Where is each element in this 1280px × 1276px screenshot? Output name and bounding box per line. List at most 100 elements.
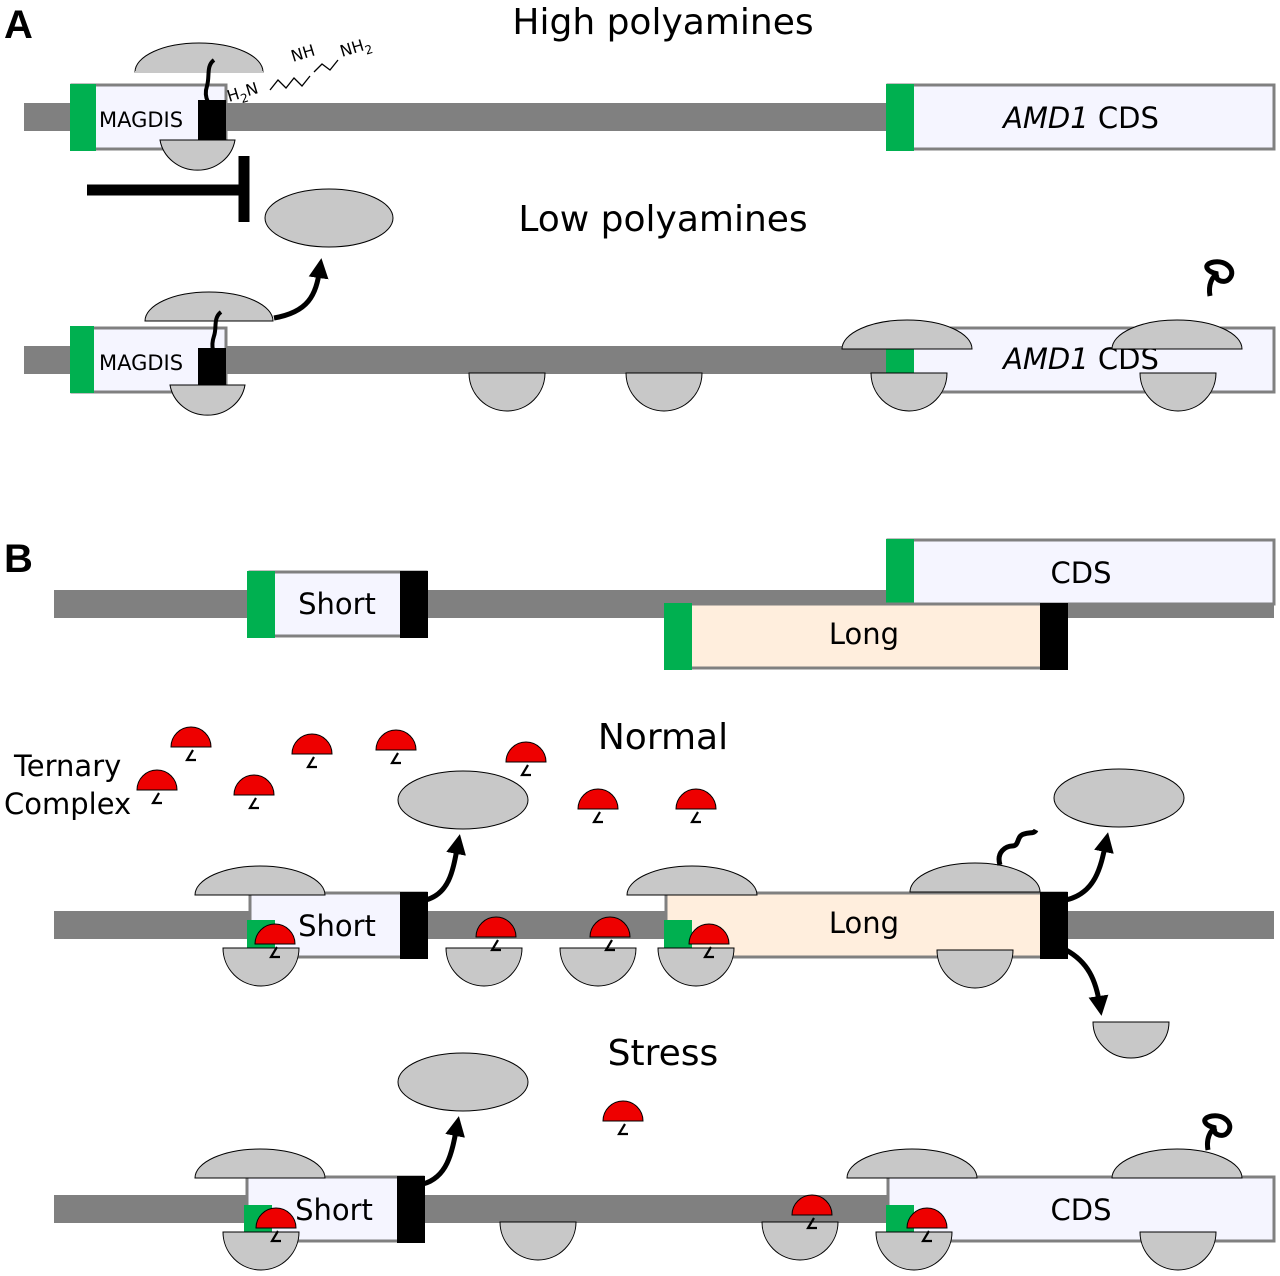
ribosome-large-subunit: [626, 865, 758, 896]
ribosome-small-subunit: [1139, 1231, 1217, 1271]
nascent-protein: [1202, 1113, 1233, 1151]
ribosome-small-subunit: [657, 947, 735, 987]
ribosome-large-subunit: [841, 319, 973, 350]
scanning-small-subunit: [468, 372, 546, 412]
stop-codon: [1040, 892, 1068, 959]
normal-mrna: Short Long: [54, 828, 1274, 1059]
scanning-small-subunit: [625, 372, 703, 412]
panel-b-letter: B: [4, 537, 33, 581]
cds-box: [886, 538, 1276, 606]
high-polyamines-mrna: MAGDIS AMD1 CDS H2N NH NH2: [24, 33, 1276, 171]
release-arrow: [273, 258, 329, 321]
polyamine-molecule: H2N NH NH2: [225, 33, 375, 109]
inhibition-symbol: [87, 156, 250, 222]
svg-text:NH2: NH2: [338, 33, 375, 64]
scanning-small-subunit: [445, 947, 523, 987]
ternary-complex: [290, 732, 334, 769]
long-uorf-box: [664, 891, 1068, 959]
release-arrow: [422, 1116, 465, 1187]
svg-text:H2N: H2N: [225, 78, 262, 109]
start-codon: [886, 84, 914, 151]
ternary-complex: [504, 740, 548, 777]
ribosome-small-subunit: [870, 372, 948, 412]
start-codon: [886, 539, 914, 606]
nascent-peptide: [203, 58, 216, 103]
ribosome-large-subunit: [134, 42, 264, 73]
ternary-complex: [232, 773, 276, 810]
ribosome-large-subunit: [846, 1148, 978, 1179]
ribosome-large-subunit: [1111, 319, 1243, 350]
ternary-complex: [169, 725, 213, 762]
stop-codon: [1040, 603, 1068, 670]
ribosome-small-subunit: [169, 384, 246, 416]
ribosome-large-subunit: [909, 862, 1041, 893]
long-label: Long: [829, 617, 899, 651]
release-arrow: [425, 834, 466, 903]
cds-label: CDS: [1051, 556, 1112, 590]
ribosome-small-subunit: [936, 949, 1014, 989]
low-polyamines-mrna: MAGDIS AMD1 CDS: [24, 258, 1276, 416]
ternary-complex: [674, 787, 718, 824]
scanning-small-subunit: [761, 1221, 839, 1261]
released-ribosome-large-subunit: [1053, 768, 1185, 828]
normal-title: Normal: [598, 717, 728, 758]
stop-codon: [397, 1176, 425, 1243]
start-codon: [664, 603, 692, 670]
ribosome-large-subunit: [144, 291, 274, 322]
short-label: Short: [298, 587, 376, 621]
high-polyamines-title: High polyamines: [512, 2, 813, 43]
stress-title: Stress: [608, 1033, 719, 1074]
nascent-protein: [1204, 259, 1235, 297]
schematic-mrna: Short CDS Long: [54, 538, 1276, 670]
small-subunit-release-arrow: [1064, 947, 1109, 1016]
ribosome-small-subunit: [222, 947, 300, 987]
ternary-complex: [135, 768, 179, 805]
cds-label: CDS: [1051, 1193, 1112, 1227]
long-uorf-box: [664, 602, 1068, 670]
cds-box: [886, 1175, 1276, 1243]
ternary-complex: [576, 787, 620, 824]
released-ribosome-large-subunit: [397, 1052, 529, 1112]
ternary-complex-label-line2: Complex: [4, 787, 131, 821]
start-codon: [70, 326, 94, 393]
stop-codon: [198, 348, 226, 388]
nascent-peptide: [996, 828, 1039, 866]
ribosome-small-subunit: [222, 1231, 300, 1271]
released-small-subunit: [1092, 1021, 1170, 1059]
uorf-label: MAGDIS: [99, 108, 183, 132]
ribosome-small-subunit: [159, 139, 236, 171]
start-codon: [70, 84, 96, 151]
cds-box: [886, 83, 1276, 151]
ribosome-large-subunit: [1111, 1148, 1243, 1179]
long-label: Long: [829, 906, 899, 940]
ribosome-small-subunit: [875, 1231, 953, 1271]
stop-codon: [400, 571, 428, 638]
ribosome-large-subunit: [194, 1148, 326, 1179]
ternary-complex: [601, 1099, 645, 1136]
ternary-complex: [374, 728, 418, 765]
low-polyamines-title: Low polyamines: [518, 199, 807, 240]
scanning-small-subunit: [499, 1221, 577, 1261]
released-ribosome-large-subunit: [397, 770, 529, 830]
short-label: Short: [295, 1193, 373, 1227]
large-subunit-release-arrow: [1065, 832, 1114, 903]
start-codon: [664, 920, 692, 948]
released-ribosome-large-subunit: [264, 188, 394, 248]
nascent-peptide: [210, 310, 223, 351]
scanning-small-subunit: [559, 947, 637, 987]
uorf-label: MAGDIS: [99, 351, 183, 375]
ribosome-large-subunit: [194, 865, 326, 896]
stop-codon: [198, 100, 226, 140]
start-codon: [247, 571, 275, 638]
svg-text:NH: NH: [289, 41, 318, 66]
cds-label: AMD1 CDS: [1001, 101, 1159, 135]
short-label: Short: [298, 909, 376, 943]
ternary-complex-label-line1: Ternary: [13, 749, 121, 783]
ribosome-small-subunit: [1139, 372, 1217, 412]
panel-a-letter: A: [4, 3, 33, 47]
stop-codon: [400, 892, 428, 959]
stress-mrna: Short CDS: [54, 1113, 1276, 1271]
short-uorf-box: [248, 570, 428, 638]
start-codon: [886, 347, 914, 373]
